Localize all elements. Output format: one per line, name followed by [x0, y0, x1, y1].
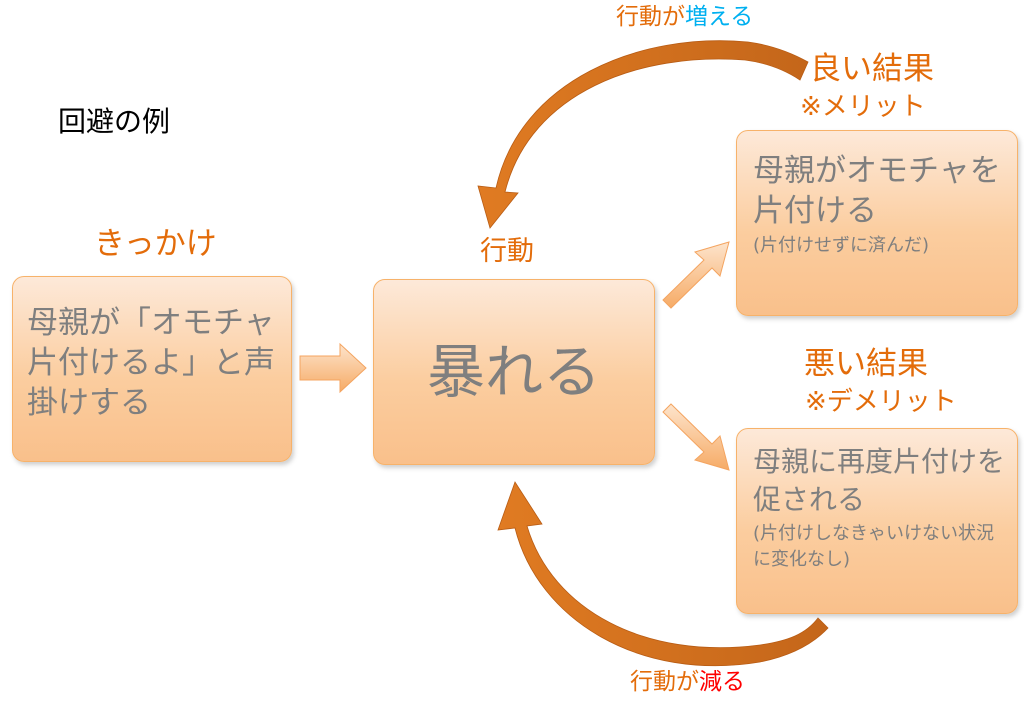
page-title: 回避の例	[58, 105, 171, 138]
good-result-sub: (片付けせずに済んだ)	[753, 235, 930, 256]
bad-result-box: 母親に再度片付けを促される (片付けしなきゃいけない状況に変化なし)	[736, 428, 1018, 614]
feedback-top-label: 行動が増える	[616, 4, 754, 30]
arrow-behavior-to-bad	[662, 403, 730, 471]
good-result-note: ※メリット	[800, 92, 926, 122]
bad-result-note: ※デメリット	[805, 387, 957, 417]
feedback-top-prefix: 行動が	[616, 4, 685, 30]
feedback-top-verb: 増える	[685, 4, 754, 30]
good-result-heading: 良い結果	[810, 51, 934, 87]
behavior-box: 暴れる	[373, 279, 655, 465]
good-result-box: 母親がオモチャを片付ける (片付けせずに済んだ)	[736, 130, 1018, 316]
bad-result-text: 母親に再度片付けを促される	[753, 445, 1006, 516]
feedback-arrow-top	[477, 40, 809, 229]
trigger-text: 母親が「オモチャ片付けるよ」と声掛けする	[27, 305, 275, 421]
feedback-bottom-label: 行動が減る	[630, 669, 745, 695]
bad-result-sub: (片付けしなきゃいけない状況に変化なし)	[753, 523, 995, 570]
feedback-bottom-verb: 減る	[699, 669, 745, 695]
trigger-heading: きっかけ	[94, 226, 217, 262]
bad-result-heading: 悪い結果	[804, 346, 928, 382]
arrow-trigger-to-behavior	[299, 342, 367, 394]
arrow-behavior-to-good	[662, 241, 730, 309]
behavior-text: 暴れる	[426, 338, 601, 406]
trigger-box: 母親が「オモチャ片付けるよ」と声掛けする	[12, 276, 292, 462]
feedback-arrow-bottom	[497, 481, 829, 667]
feedback-bottom-prefix: 行動が	[630, 669, 699, 695]
good-result-text: 母親がオモチャを片付ける	[753, 153, 1001, 229]
behavior-heading: 行動	[480, 236, 534, 267]
